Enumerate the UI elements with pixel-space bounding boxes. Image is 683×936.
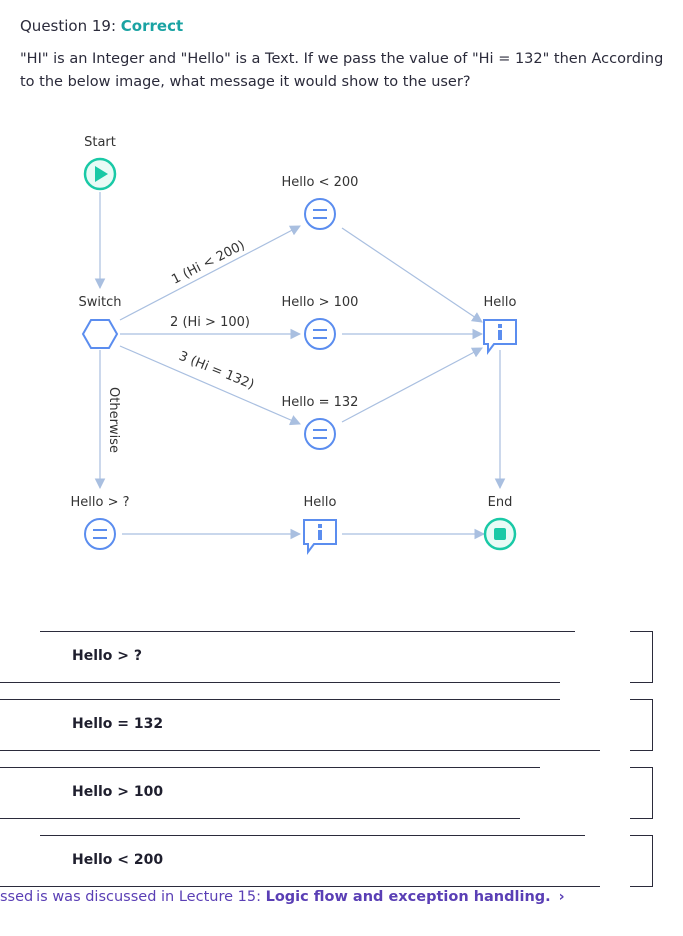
answer-option-label: Hello < 200	[72, 852, 164, 868]
connector-assign1-message	[341, 227, 483, 323]
answer-option-2[interactable]: Hello = 132	[0, 699, 683, 751]
lecture-reference: ssed is was discussed in Lecture 15: Log…	[0, 889, 565, 905]
answer-option-4[interactable]: Hello < 200	[0, 835, 683, 887]
info-icon	[318, 530, 322, 540]
chevron-right-icon[interactable]: ›	[558, 889, 565, 905]
question-status: Correct	[120, 17, 184, 35]
connector-switch-assign1	[119, 225, 301, 321]
option-bracket	[630, 699, 653, 751]
end-label: End	[488, 495, 513, 510]
answer-option-label: Hello > 100	[72, 784, 164, 800]
assign1-node	[304, 198, 336, 230]
start-node	[83, 157, 117, 191]
flow-connectors	[94, 192, 506, 540]
branch1-label: 1 (Hi < 200)	[169, 238, 247, 288]
switch-label: Switch	[79, 295, 122, 310]
option-bracket	[630, 631, 653, 683]
otherwise-label: Otherwise	[106, 387, 121, 453]
question-text: "HI" is an Integer and "Hello" is a Text…	[20, 51, 664, 90]
switch-node	[81, 319, 119, 349]
message1-label: Hello	[484, 295, 517, 310]
assign1-label: Hello < 200	[282, 175, 359, 190]
option-bracket	[630, 835, 653, 887]
answer-option-label: Hello = 132	[72, 716, 164, 732]
message1-node	[483, 319, 517, 355]
lecture-link[interactable]: Logic flow and exception handling.	[265, 889, 551, 905]
assign2-label: Hello > 100	[282, 295, 359, 310]
lecture-prefix: Lecture 15:	[178, 889, 266, 905]
connector-switch-assign3	[119, 345, 301, 426]
question-number: Question 19:	[20, 17, 116, 35]
answer-option-3[interactable]: Hello > 100	[0, 767, 683, 819]
stop-icon	[494, 528, 506, 540]
info-icon	[498, 330, 502, 340]
play-icon	[95, 166, 108, 182]
message2-label: Hello	[304, 495, 337, 510]
footer-prefix: ssed is was discussed in	[0, 889, 179, 905]
assign3-node	[304, 418, 336, 450]
option-bracket	[630, 767, 653, 819]
answer-option-1[interactable]: Hello > ?	[0, 631, 683, 683]
assign3-label: Hello = 132	[282, 395, 359, 410]
end-node	[483, 517, 517, 551]
start-label: Start	[84, 135, 116, 150]
answer-option-label: Hello > ?	[72, 648, 143, 664]
connector-assign3-message	[341, 347, 483, 423]
assign4-label: Hello > ?	[70, 495, 129, 510]
branch3-label: 3 (Hi = 132)	[176, 349, 256, 393]
message2-node	[303, 519, 337, 555]
assign2-node	[304, 318, 336, 350]
branch2-label: 2 (Hi > 100)	[170, 315, 250, 330]
assign4-node	[84, 518, 116, 550]
flow-diagram: Start Switch Hello < 200 Hello > 100 Hel…	[70, 135, 517, 555]
question-header: Question 19: Correct	[20, 17, 183, 35]
